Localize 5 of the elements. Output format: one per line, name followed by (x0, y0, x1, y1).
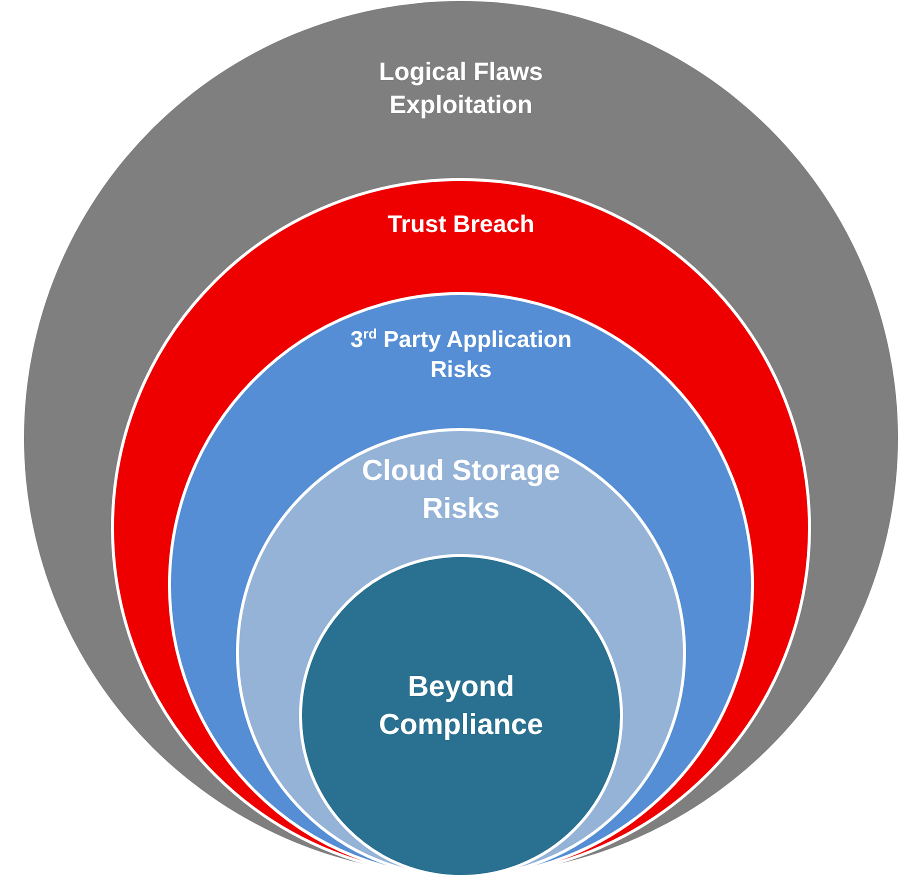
ring-label: Cloud Storage Risks (360, 454, 562, 527)
ring-label: Logical Flaws Exploitation (378, 57, 544, 120)
ring-label: Beyond Compliance (378, 670, 544, 743)
ring-label: 3$^{rd}$ Party Application Risks (349, 325, 573, 384)
ring-label: Trust Breach (386, 210, 536, 240)
